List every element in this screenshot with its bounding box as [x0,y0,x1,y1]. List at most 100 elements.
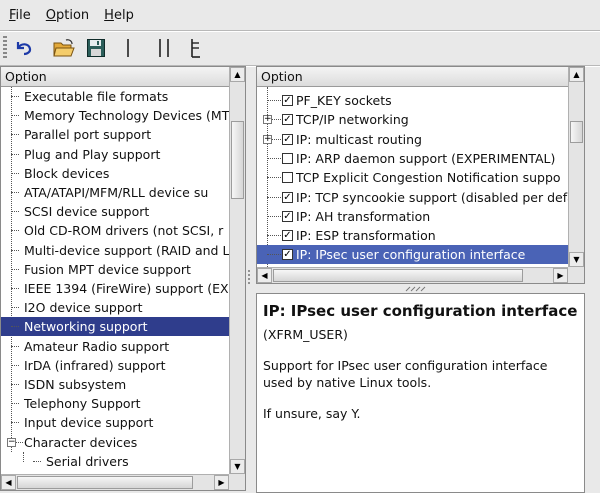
unchecked-checkbox[interactable] [282,172,293,184]
option-item[interactable]: ✓IP: TCP syncookie support (disabled per… [257,188,568,207]
menu-help[interactable]: Help [104,7,134,23]
scroll-up-arrow-icon[interactable]: ▲ [230,67,245,82]
tree-branch-line [272,119,281,121]
scroll-left-arrow-icon[interactable]: ◀ [257,268,272,283]
full-view-icon [191,39,200,58]
option-item-label: TCP/IP networking [296,112,409,128]
checked-checkbox[interactable]: ✓ [282,191,293,203]
tree-item[interactable]: Amateur Radio support [1,337,229,356]
option-list-pane: Option ✓PF_KEY sockets+✓TCP/IP networkin… [256,66,585,284]
checked-checkbox[interactable]: ✓ [282,249,293,261]
tree-branch-line [267,235,281,237]
back-button[interactable] [12,36,36,60]
option-item[interactable]: ✓IP: IPsec user configuration interface [257,245,568,265]
tree-guide-line [267,87,268,267]
unchecked-checkbox[interactable] [282,152,293,164]
tree-item[interactable]: ATA/ATAPI/MFM/RLL device su [1,183,229,202]
right-horizontal-scrollbar[interactable]: ◀ ▶ [257,267,568,283]
option-item[interactable]: IP: ARP daemon support (EXPERIMENTAL) [257,149,568,168]
tree-branch-line [267,100,281,101]
tree-item-label: Input device support [24,415,154,431]
collapse-icon[interactable]: − [7,436,16,447]
menu-option[interactable]: Option [45,7,90,23]
scroll-right-arrow-icon[interactable]: ▶ [214,475,229,490]
full-view-button[interactable] [184,36,208,60]
option-item[interactable]: ✓IP: ESP transformation [257,226,568,245]
menu-file[interactable]: File [9,7,31,23]
tree-item[interactable]: Fusion MPT device support [1,260,229,279]
tree-item[interactable]: Networking support [1,317,229,337]
tree-item[interactable]: Old CD-ROM drivers (not SCSI, r [1,221,229,240]
left-column-header[interactable]: Option [1,67,229,87]
tree-item[interactable]: Executable file formats [1,87,229,106]
scroll-down-arrow-icon[interactable]: ▼ [569,252,584,267]
tree-item[interactable]: IEEE 1394 (FireWire) support (EX [1,279,229,298]
checked-checkbox[interactable]: ✓ [282,210,293,222]
help-description: Support for IPsec user configuration int… [263,358,548,390]
scroll-right-arrow-icon[interactable]: ▶ [553,268,568,283]
right-vertical-scrollbar[interactable]: ▲ ▼ [568,67,584,267]
tree-item-label: SCSI device support [24,204,150,220]
tree-item[interactable]: I2O device support [1,298,229,317]
scroll-up-arrow-icon[interactable]: ▲ [569,67,584,82]
option-checklist: ✓PF_KEY sockets+✓TCP/IP networking+✓IP: … [257,87,568,267]
scroll-down-arrow-icon[interactable]: ▼ [230,459,245,474]
checked-checkbox[interactable]: ✓ [282,133,293,145]
checked-checkbox[interactable]: ✓ [282,95,293,106]
tree-item[interactable]: ISDN subsystem [1,375,229,394]
save-button[interactable] [84,36,108,60]
left-horizontal-scrollbar[interactable]: ◀ ▶ [1,474,229,490]
expand-icon[interactable]: + [263,114,272,125]
option-item-label: PF_KEY sockets [296,93,392,108]
tree-item-label: Fusion MPT device support [24,261,191,277]
option-item[interactable]: ✓PF_KEY sockets [257,91,568,110]
tree-item[interactable]: Serial drivers [1,451,229,471]
tree-item-label: Executable file formats [24,89,169,104]
checked-checkbox[interactable]: ✓ [282,230,293,242]
right-column-header[interactable]: Option [257,67,568,87]
left-vertical-scrollbar[interactable]: ▲ ▼ [229,67,245,474]
tree-branch-line [11,230,19,232]
checked-checkbox[interactable]: ✓ [282,114,293,126]
tree-item-label: Telephony Support [24,396,141,412]
option-item[interactable]: +✓IP: multicast routing [257,130,568,149]
tree-item[interactable]: Block devices [1,164,229,183]
tree-item[interactable]: Plug and Play support [1,145,229,164]
tree-branch-line [11,153,19,155]
tree-item[interactable]: Multi-device support (RAID and L [1,241,229,260]
open-button[interactable] [52,36,76,60]
vertical-splitter-grip[interactable] [246,268,252,288]
option-item[interactable]: ✓IP: AH transformation [257,207,568,226]
tree-item[interactable]: Parallel port support [1,125,229,144]
option-item[interactable]: + ✓TCP/IP networking [257,110,568,129]
tree-branch-line [267,215,281,217]
tree-item[interactable]: SCSI device support [1,202,229,221]
tree-item[interactable]: Telephony Support [1,394,229,413]
split-view-button[interactable] [152,36,176,60]
single-view-icon [127,39,129,57]
tree-branch-line [267,177,281,179]
tree-branch-line [272,138,281,140]
tree-item[interactable]: −Character devices [1,433,229,452]
tree-item[interactable]: Memory Technology Devices (MT [1,106,229,125]
left-hscroll-thumb[interactable] [17,476,193,489]
tree-branch-line [16,441,23,443]
tree-item[interactable]: Input device support [1,413,229,432]
scroll-corner [229,474,245,490]
tree-branch-line [11,249,19,251]
toolbar-grip[interactable] [3,36,7,60]
horizontal-splitter-grip[interactable] [404,286,428,292]
single-view-button[interactable] [116,36,140,60]
right-vscroll-thumb[interactable] [570,121,583,143]
right-hscroll-thumb[interactable] [273,269,523,282]
left-vscroll-thumb[interactable] [231,121,244,199]
tree-branch-line [11,115,19,117]
option-item[interactable]: TCP Explicit Congestion Notification sup… [257,168,568,187]
tree-item[interactable]: IrDA (infrared) support [1,356,229,375]
expand-icon[interactable]: + [263,133,272,144]
back-icon [16,42,32,56]
scroll-left-arrow-icon[interactable]: ◀ [1,475,16,490]
tree-item-label: I2O device support [24,300,143,316]
